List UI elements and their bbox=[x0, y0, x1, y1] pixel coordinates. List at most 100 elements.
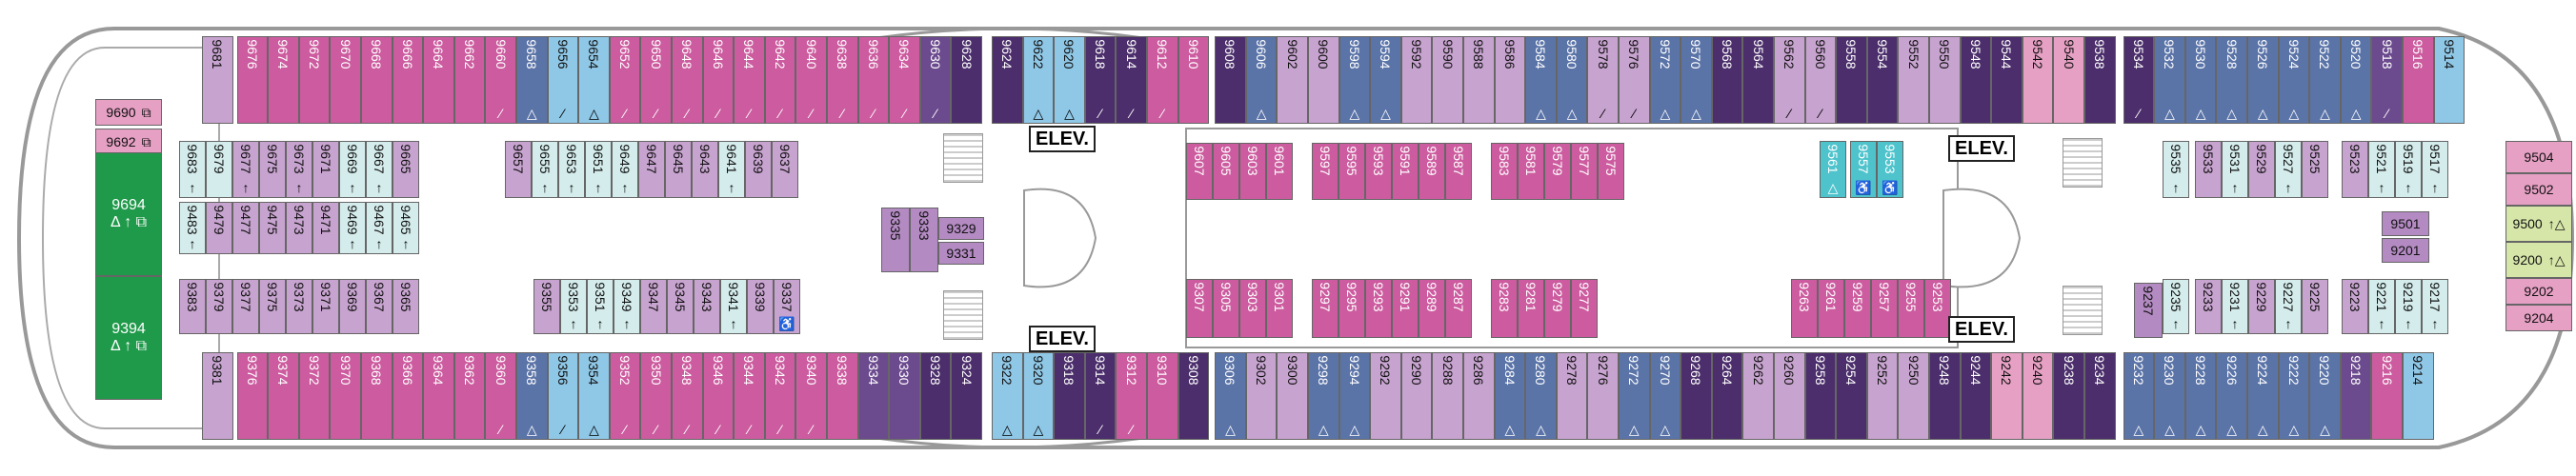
cabin-9276[interactable]: 9276 bbox=[1587, 352, 1619, 440]
cabin-9590[interactable]: 9590 bbox=[1432, 36, 1463, 124]
cabin-9578[interactable]: 9578⁄ bbox=[1587, 36, 1619, 124]
cabin-9667[interactable]: 9667↑ bbox=[366, 141, 392, 198]
cabin-9587[interactable]: 9587 bbox=[1445, 143, 1472, 200]
cabin-9528[interactable]: 9528△ bbox=[2216, 36, 2247, 124]
cabin-9224[interactable]: 9224△ bbox=[2247, 352, 2279, 440]
cabin-9322[interactable]: 9322△ bbox=[992, 352, 1023, 440]
cabin-9355[interactable]: 9355 bbox=[533, 279, 560, 334]
cabin-9292[interactable]: 9292 bbox=[1370, 352, 1401, 440]
cabin-9550[interactable]: 9550 bbox=[1929, 36, 1961, 124]
cabin-9475[interactable]: 9475 bbox=[259, 202, 286, 254]
cabin-9664[interactable]: 9664 bbox=[423, 36, 454, 124]
cabin-9655[interactable]: 9655↑ bbox=[532, 141, 558, 198]
cabin-9675[interactable]: 9675 bbox=[259, 141, 286, 198]
cabin-9642[interactable]: 9642⁄ bbox=[764, 36, 796, 124]
cabin-9289[interactable]: 9289 bbox=[1419, 279, 1445, 338]
cabin-9216[interactable]: 9216 bbox=[2371, 352, 2403, 440]
cabin-9279[interactable]: 9279 bbox=[1544, 279, 1571, 338]
cabin-9650[interactable]: 9650⁄ bbox=[640, 36, 672, 124]
cabin-9220[interactable]: 9220△ bbox=[2309, 352, 2341, 440]
cabin-9522[interactable]: 9522△ bbox=[2309, 36, 2341, 124]
cabin-9483[interactable]: 9483↑ bbox=[179, 202, 206, 254]
cabin-9310[interactable]: 9310 bbox=[1147, 352, 1178, 440]
cabin-9676[interactable]: 9676 bbox=[236, 36, 269, 124]
cabin-9610[interactable]: 9610 bbox=[1177, 36, 1210, 124]
cabin-9634[interactable]: 9634⁄ bbox=[889, 36, 920, 124]
cabin-9644[interactable]: 9644⁄ bbox=[734, 36, 765, 124]
cabin-9262[interactable]: 9262 bbox=[1742, 352, 1774, 440]
cabin-9622[interactable]: 9622△ bbox=[1022, 36, 1055, 124]
cabin-9288[interactable]: 9288 bbox=[1432, 352, 1463, 440]
cabin-9683[interactable]: 9683↑ bbox=[179, 141, 206, 198]
cabin-9345[interactable]: 9345 bbox=[667, 279, 694, 334]
cabin-9202[interactable]: 9202 bbox=[2506, 278, 2572, 305]
cabin-9580[interactable]: 9580△ bbox=[1556, 36, 1588, 124]
cabin-9602[interactable]: 9602 bbox=[1277, 36, 1308, 124]
cabin-9268[interactable]: 9268 bbox=[1680, 352, 1712, 440]
cabin-9349[interactable]: 9349↑ bbox=[614, 279, 640, 334]
cabin-9286[interactable]: 9286 bbox=[1463, 352, 1495, 440]
cabin-9589[interactable]: 9589 bbox=[1419, 143, 1445, 200]
cabin-9469[interactable]: 9469↑ bbox=[339, 202, 366, 254]
cabin-9557[interactable]: 9557♿ bbox=[1850, 141, 1877, 198]
cabin-9335[interactable]: 9335 bbox=[881, 208, 910, 272]
cabin-9230[interactable]: 9230△ bbox=[2154, 352, 2185, 440]
cabin-9346[interactable]: 9346⁄ bbox=[702, 352, 735, 440]
cabin-9287[interactable]: 9287 bbox=[1445, 279, 1472, 338]
cabin-9226[interactable]: 9226△ bbox=[2216, 352, 2247, 440]
cabin-9465[interactable]: 9465↑ bbox=[392, 202, 419, 254]
cabin-9593[interactable]: 9593 bbox=[1365, 143, 1392, 200]
cabin-9620[interactable]: 9620△ bbox=[1054, 36, 1085, 124]
cabin-9525[interactable]: 9525 bbox=[2302, 141, 2328, 198]
cabin-9214[interactable]: 9214 bbox=[2403, 352, 2434, 440]
cabin-9641[interactable]: 9641↑ bbox=[718, 141, 745, 198]
cabin-9588[interactable]: 9588 bbox=[1463, 36, 1495, 124]
cabin-9530[interactable]: 9530△ bbox=[2184, 36, 2217, 124]
cabin-9294[interactable]: 9294△ bbox=[1338, 352, 1371, 440]
cabin-9662[interactable]: 9662 bbox=[453, 36, 486, 124]
cabin-9240[interactable]: 9240 bbox=[2022, 352, 2054, 440]
cabin-9305[interactable]: 9305 bbox=[1213, 279, 1239, 338]
cabin-9595[interactable]: 9595 bbox=[1338, 143, 1365, 200]
cabin-9614[interactable]: 9614⁄ bbox=[1116, 36, 1147, 124]
cabin-9204[interactable]: 9204 bbox=[2506, 305, 2572, 331]
cabin-9254[interactable]: 9254 bbox=[1836, 352, 1867, 440]
cabin-9260[interactable]: 9260 bbox=[1774, 352, 1805, 440]
cabin-9235[interactable]: 9235↑ bbox=[2163, 279, 2189, 334]
cabin-9352[interactable]: 9352⁄ bbox=[609, 352, 641, 440]
cabin-9312[interactable]: 9312⁄ bbox=[1116, 352, 1147, 440]
cabin-9648[interactable]: 9648⁄ bbox=[672, 36, 703, 124]
cabin-9516[interactable]: 9516 bbox=[2403, 36, 2434, 124]
cabin-9535[interactable]: 9535↑ bbox=[2163, 141, 2189, 198]
cabin-9372[interactable]: 9372 bbox=[298, 352, 331, 440]
cabin-9347[interactable]: 9347 bbox=[640, 279, 667, 334]
cabin-9628[interactable]: 9628 bbox=[951, 36, 982, 124]
cabin-9651[interactable]: 9651↑ bbox=[585, 141, 612, 198]
cabin-9329[interactable]: 9329 bbox=[938, 217, 984, 240]
cabin-9303[interactable]: 9303 bbox=[1239, 279, 1266, 338]
cabin-9219[interactable]: 9219↑ bbox=[2395, 279, 2422, 334]
cabin-9298[interactable]: 9298△ bbox=[1308, 352, 1339, 440]
cabin-9231[interactable]: 9231↑ bbox=[2222, 279, 2248, 334]
cabin-9295[interactable]: 9295 bbox=[1338, 279, 1365, 338]
cabin-9594[interactable]: 9594△ bbox=[1370, 36, 1401, 124]
cabin-9538[interactable]: 9538 bbox=[2084, 36, 2116, 124]
cabin-9373[interactable]: 9373 bbox=[286, 279, 312, 334]
cabin-9339[interactable]: 9339 bbox=[747, 279, 774, 334]
cabin-9681[interactable]: 9681 bbox=[202, 36, 233, 124]
cabin-9308[interactable]: 9308 bbox=[1177, 352, 1210, 440]
cabin-9647[interactable]: 9647 bbox=[638, 141, 665, 198]
cabin-9672[interactable]: 9672 bbox=[298, 36, 331, 124]
suite-9694[interactable]: 9694 Δ ↑ ⧉ bbox=[95, 152, 162, 276]
cabin-9291[interactable]: 9291 bbox=[1392, 279, 1419, 338]
cabin-9523[interactable]: 9523 bbox=[2342, 141, 2368, 198]
cabin-9221[interactable]: 9221↑ bbox=[2368, 279, 2395, 334]
cabin-9261[interactable]: 9261 bbox=[1818, 279, 1844, 338]
cabin-9318[interactable]: 9318 bbox=[1054, 352, 1085, 440]
cabin-9471[interactable]: 9471 bbox=[312, 202, 339, 254]
cabin-9383[interactable]: 9383 bbox=[179, 279, 206, 334]
cabin-9521[interactable]: 9521↑ bbox=[2368, 141, 2395, 198]
cabin-9540[interactable]: 9540 bbox=[2053, 36, 2084, 124]
cabin-9333[interactable]: 9333 bbox=[910, 208, 938, 272]
cabin-9300[interactable]: 9300 bbox=[1277, 352, 1308, 440]
